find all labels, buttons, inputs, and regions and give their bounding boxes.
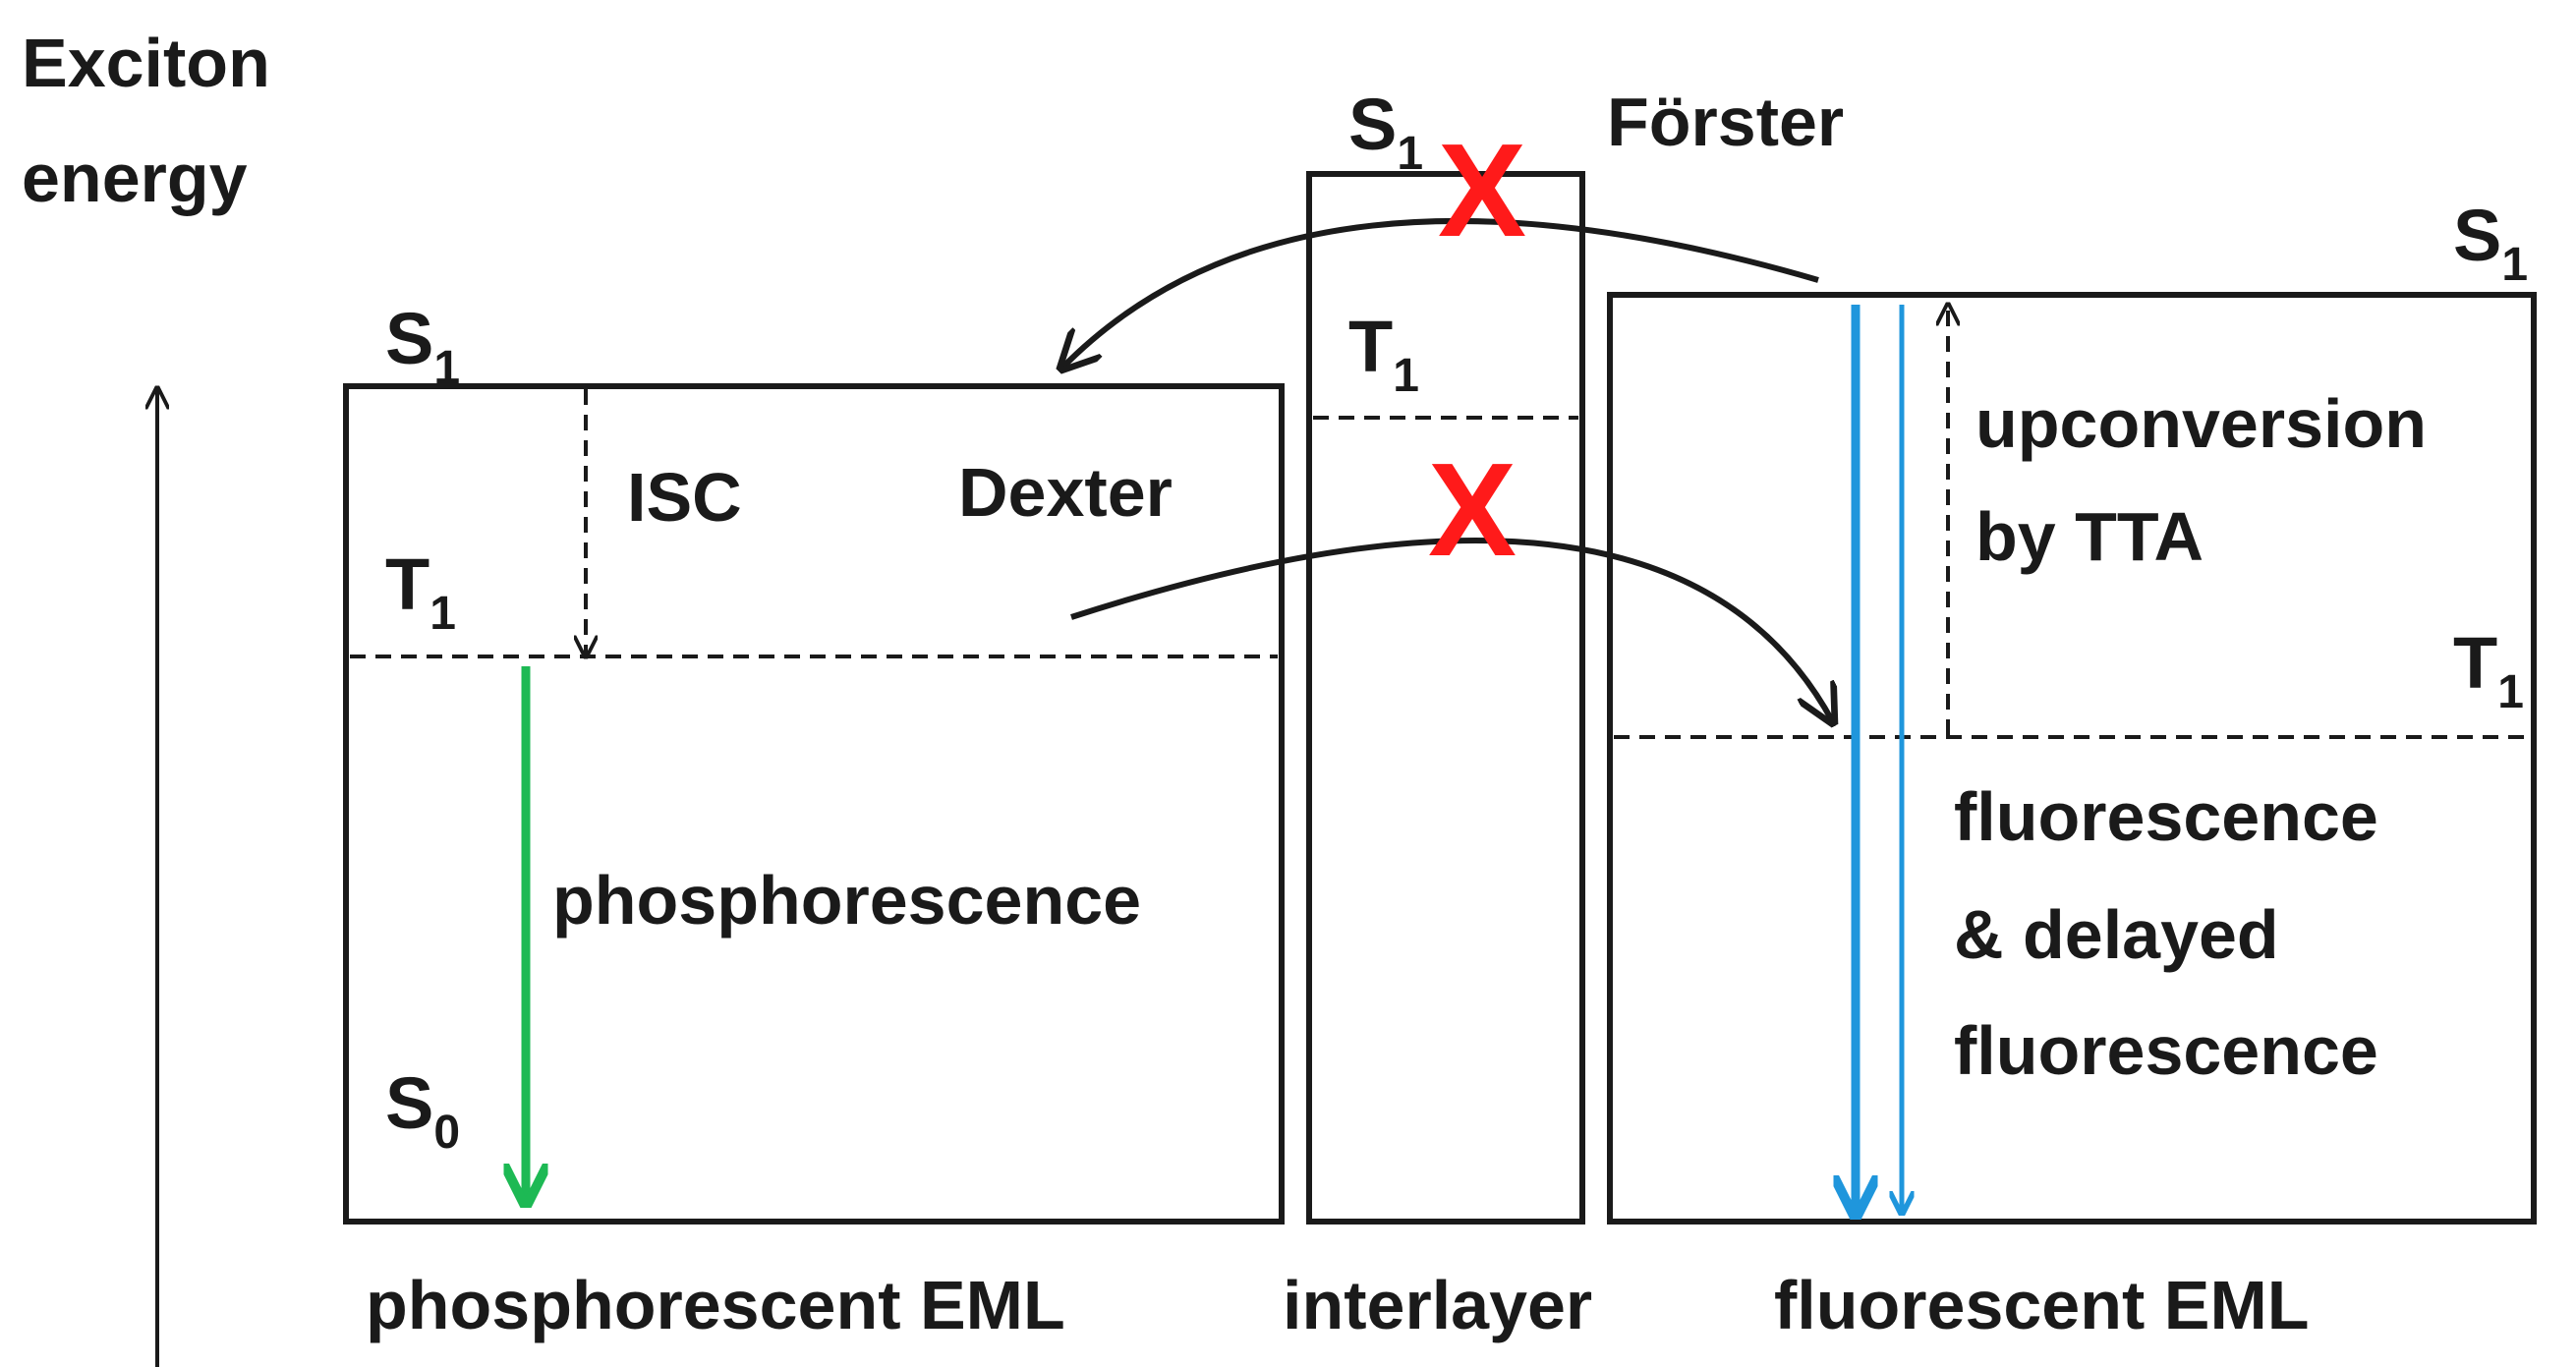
phosphorescent-eml: S1 T1 S0 ISC Dexter phosphorescence phos… — [343, 298, 1285, 1343]
phosphorescent-s0-label: S0 — [385, 1062, 460, 1159]
fluorescent-t1-label: T1 — [2453, 622, 2524, 718]
forster-transfer-curve — [1061, 218, 1819, 369]
energy-axis: Exciton energy — [22, 25, 270, 1367]
axis-label-line1: Exciton — [22, 25, 270, 101]
phosphorescence-label: phosphorescence — [552, 862, 1141, 939]
fluorescence-label-line3: fluorescence — [1954, 1012, 2378, 1089]
isc-label: ISC — [627, 459, 742, 536]
energy-transfers: Förster X X — [1061, 84, 1844, 722]
interlayer-label: interlayer — [1283, 1267, 1592, 1343]
dexter-blocked-x-icon: X — [1428, 435, 1517, 584]
dexter-label: Dexter — [958, 454, 1173, 531]
upconversion-label-line1: upconversion — [1975, 385, 2427, 462]
phosphorescent-box — [343, 383, 1285, 1225]
phosphorescent-s1-label: S1 — [385, 298, 460, 394]
axis-label-line2: energy — [22, 140, 248, 216]
fluorescent-layer-label: fluorescent EML — [1774, 1267, 2310, 1343]
dexter-transfer-curve — [1070, 538, 1833, 722]
forster-blocked-x-icon: X — [1438, 116, 1526, 264]
interlayer-box — [1306, 171, 1585, 1225]
upconversion-label-line2: by TTA — [1975, 498, 2204, 575]
forster-label: Förster — [1607, 84, 1844, 160]
interlayer: S1 T1 interlayer — [1283, 84, 1592, 1343]
interlayer-s1-label: S1 — [1348, 84, 1423, 180]
fluorescence-label-line2: & delayed — [1954, 896, 2279, 973]
interlayer-t1-label: T1 — [1348, 306, 1419, 402]
fluorescent-s1-label: S1 — [2453, 195, 2528, 291]
fluorescent-box — [1607, 292, 2537, 1225]
phosphorescent-layer-label: phosphorescent EML — [366, 1267, 1065, 1343]
fluorescent-eml: S1 T1 upconversion by TTA fluorescence &… — [1607, 195, 2537, 1343]
fluorescence-label-line1: fluorescence — [1954, 778, 2378, 855]
phosphorescent-t1-label: T1 — [385, 543, 456, 640]
